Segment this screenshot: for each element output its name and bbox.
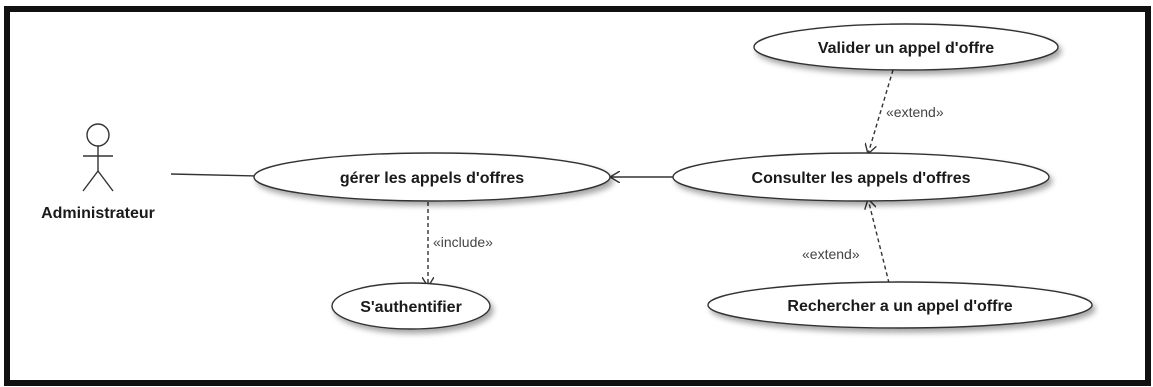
use-case-manage[interactable]: gérer les appels d'offres [253, 152, 611, 202]
actor-head [86, 123, 110, 147]
use-case-validate-label: Valider un appel d'offre [818, 40, 994, 57]
extend-label-search: «extend» [802, 246, 860, 262]
use-case-consult-label: Consulter les appels d'offres [752, 170, 971, 187]
use-case-auth[interactable]: S'authentifier [331, 282, 491, 330]
use-case-search[interactable]: Rechercher a un appel d'offre [707, 281, 1093, 329]
actor-label: Administrateur [41, 205, 155, 222]
use-case-search-label: Rechercher a un appel d'offre [787, 298, 1012, 315]
use-case-consult[interactable]: Consulter les appels d'offres [672, 152, 1050, 202]
extend-arrow-search [868, 199, 890, 284]
extend-arrow-validate [868, 69, 894, 154]
use-case-consult-ellipse [672, 152, 1050, 202]
use-case-auth-label: S'authentifier [360, 299, 462, 316]
use-case-validate-ellipse [753, 23, 1059, 71]
actor-right-leg [97, 170, 114, 192]
use-case-search-ellipse [707, 281, 1093, 329]
actor-administrateur[interactable]: Administrateur [41, 123, 155, 222]
include-label: «include» [433, 234, 493, 250]
use-case-validate[interactable]: Valider un appel d'offre [753, 23, 1059, 71]
use-case-manage-ellipse [253, 152, 611, 202]
extend-label-validate: «extend» [886, 104, 944, 120]
use-case-auth-ellipse [331, 282, 491, 330]
actor-left-leg [82, 170, 99, 192]
association-line [170, 173, 257, 177]
use-case-manage-label: gérer les appels d'offres [340, 170, 524, 187]
